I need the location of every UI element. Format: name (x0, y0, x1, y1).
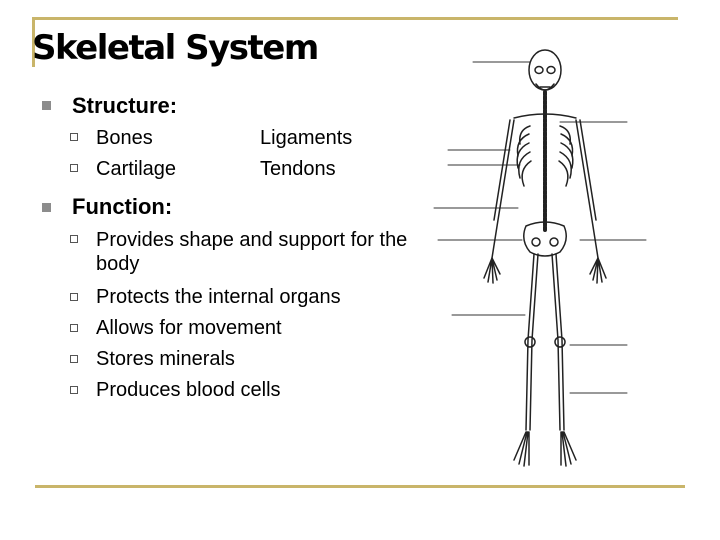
function-item-shape-support: Provides shape and support for the body (96, 229, 408, 275)
arm-bones-icon (483, 119, 607, 284)
function-bullet-icon (42, 203, 51, 212)
bottom-rule (35, 485, 685, 488)
cartilage-bullet-icon (70, 164, 78, 172)
left-rule (32, 17, 35, 67)
function-heading: Function: (72, 194, 173, 219)
function-item-blood-cells: Produces blood cells (96, 379, 281, 401)
leg-bones-icon (513, 253, 577, 467)
skull-icon (528, 49, 562, 91)
structure-item-ligaments: Ligaments (260, 127, 353, 149)
rib-cage-icon (516, 120, 574, 187)
label-lines (433, 61, 647, 394)
top-rule (32, 17, 678, 20)
structure-heading: Structure: (72, 93, 178, 118)
pelvis-icon (523, 221, 567, 257)
structure-bullet-icon (42, 101, 51, 110)
slide-title: Skeletal System (32, 28, 319, 68)
function-bullet-5-icon (70, 386, 78, 394)
function-item-minerals: Stores minerals (96, 348, 235, 370)
structure-item-cartilage: Cartilage (96, 158, 177, 180)
structure-item-bones: Bones (96, 127, 153, 149)
function-bullet-1-icon (70, 235, 78, 243)
function-item-protects: Protects the internal organs (96, 286, 341, 308)
function-item-movement: Allows for movement (96, 317, 282, 339)
skeleton-illustration (433, 49, 647, 467)
function-bullet-2-icon (70, 293, 78, 301)
structure-item-tendons: Tendons (260, 158, 336, 180)
function-bullet-4-icon (70, 355, 78, 363)
bones-bullet-icon (70, 133, 78, 141)
function-bullet-3-icon (70, 324, 78, 332)
